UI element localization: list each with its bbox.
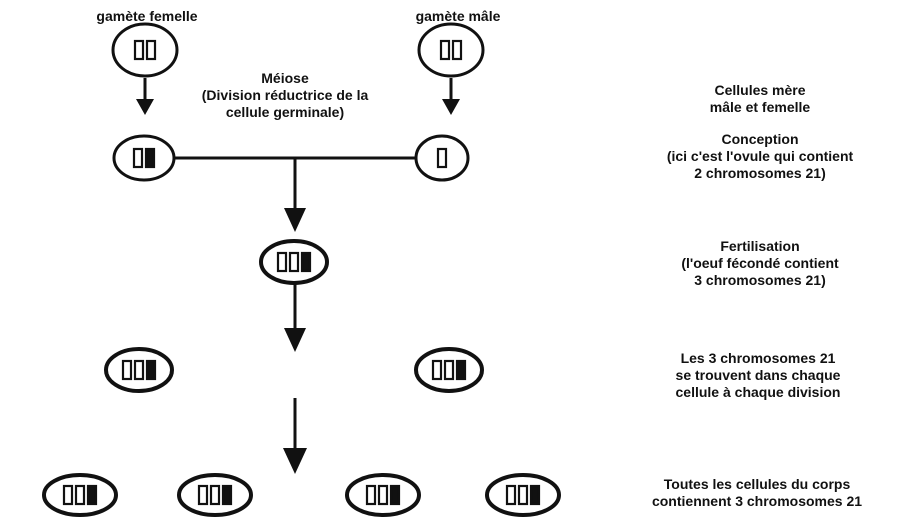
female-gamete-arrow-icon <box>136 99 154 115</box>
chromosome-21-white <box>209 484 221 506</box>
chromosome-21-white <box>451 39 463 61</box>
zygote-cell <box>259 239 329 285</box>
chromosome-21-black <box>144 147 156 169</box>
chromosome-21-white <box>133 359 145 381</box>
body-cell-3 <box>345 473 421 517</box>
division-arrow-icon <box>283 448 307 474</box>
meiosis-line-3: cellule germinale) <box>225 104 345 120</box>
chromosome-21-white <box>197 484 209 506</box>
division-title: Les 3 chromosomes 21 <box>680 350 836 366</box>
chromosome-21-white <box>377 484 389 506</box>
parent-cells-line-1: Cellules mère <box>714 82 806 98</box>
conception-line-3: 2 chromosomes 21) <box>694 165 826 181</box>
all-cells-line-2: contiennent 3 chromosomes 21 <box>651 493 863 509</box>
chromosome-21-white <box>145 39 157 61</box>
division-cell-left <box>104 347 174 393</box>
division-cell-right <box>414 347 484 393</box>
male-parent-cell-membrane <box>417 22 485 78</box>
chromosome-21-black <box>300 251 312 273</box>
parent-cells-line-2: mâle et femelle <box>709 99 811 115</box>
zygote-arrow-icon <box>284 328 306 352</box>
arrow-heads <box>136 99 460 474</box>
female-gamete-label: gamète femelle <box>96 8 198 24</box>
fertilisation-label: Fertilisation (l'oeuf fécondé contient 3… <box>635 238 885 289</box>
chromosome-21-white <box>276 251 288 273</box>
division-line-3: cellule à chaque division <box>675 384 841 400</box>
chromosome-21-black <box>145 359 157 381</box>
meiosis-label: Méiose (Division réductrice de la cellul… <box>160 70 410 121</box>
chromosome-21-white <box>62 484 74 506</box>
female-parent-cell <box>111 22 179 78</box>
chromosome-21-white <box>132 147 144 169</box>
male-gamete-label: gamète mâle <box>415 8 501 24</box>
chromosome-21-black <box>86 484 98 506</box>
all-cells-label: Toutes les cellules du corps contiennent… <box>598 476 916 510</box>
division-line-2: se trouvent dans chaque <box>675 367 841 383</box>
ovule-cell <box>112 134 176 182</box>
fertilisation-line-2: (l'oeuf fécondé contient <box>681 255 839 271</box>
male-gamete-arrow-icon <box>442 99 460 115</box>
cells-layer <box>42 22 561 517</box>
body-cell-2 <box>177 473 253 517</box>
meiosis-line-2: (Division réductrice de la <box>201 87 369 103</box>
meiosis-title: Méiose <box>261 70 309 86</box>
chromosome-21-white <box>436 147 448 169</box>
chromosome-21-white <box>365 484 377 506</box>
chromosome-21-black <box>455 359 467 381</box>
chromosome-21-white <box>443 359 455 381</box>
conception-line-2: (ici c'est l'ovule qui contient <box>666 148 854 164</box>
female-parent-cell-membrane <box>111 22 179 78</box>
chromosome-21-white <box>439 39 451 61</box>
chromosome-21-black <box>389 484 401 506</box>
conception-arrow-icon <box>284 208 306 232</box>
parent-cells-label: Cellules mère mâle et femelle <box>650 82 870 116</box>
chromosome-21-black <box>221 484 233 506</box>
body-cell-1 <box>42 473 118 517</box>
chromosome-21-white <box>431 359 443 381</box>
male-parent-cell <box>417 22 485 78</box>
division-label: Les 3 chromosomes 21 se trouvent dans ch… <box>628 350 888 401</box>
connector-lines <box>143 78 453 450</box>
ovule-cell-membrane <box>112 134 176 182</box>
chromosome-21-white <box>505 484 517 506</box>
chromosome-21-white <box>121 359 133 381</box>
fertilisation-line-3: 3 chromosomes 21) <box>694 272 826 288</box>
body-cell-4 <box>485 473 561 517</box>
chromosome-21-white <box>133 39 145 61</box>
chromosome-21-white <box>74 484 86 506</box>
all-cells-line-1: Toutes les cellules du corps <box>663 476 851 492</box>
conception-label: Conception (ici c'est l'ovule qui contie… <box>625 131 895 182</box>
chromosome-21-white <box>288 251 300 273</box>
chromosome-21-white <box>517 484 529 506</box>
chromosome-21-black <box>529 484 541 506</box>
fertilisation-title: Fertilisation <box>720 238 800 254</box>
sperm-cell <box>414 134 470 182</box>
conception-title: Conception <box>721 131 799 147</box>
